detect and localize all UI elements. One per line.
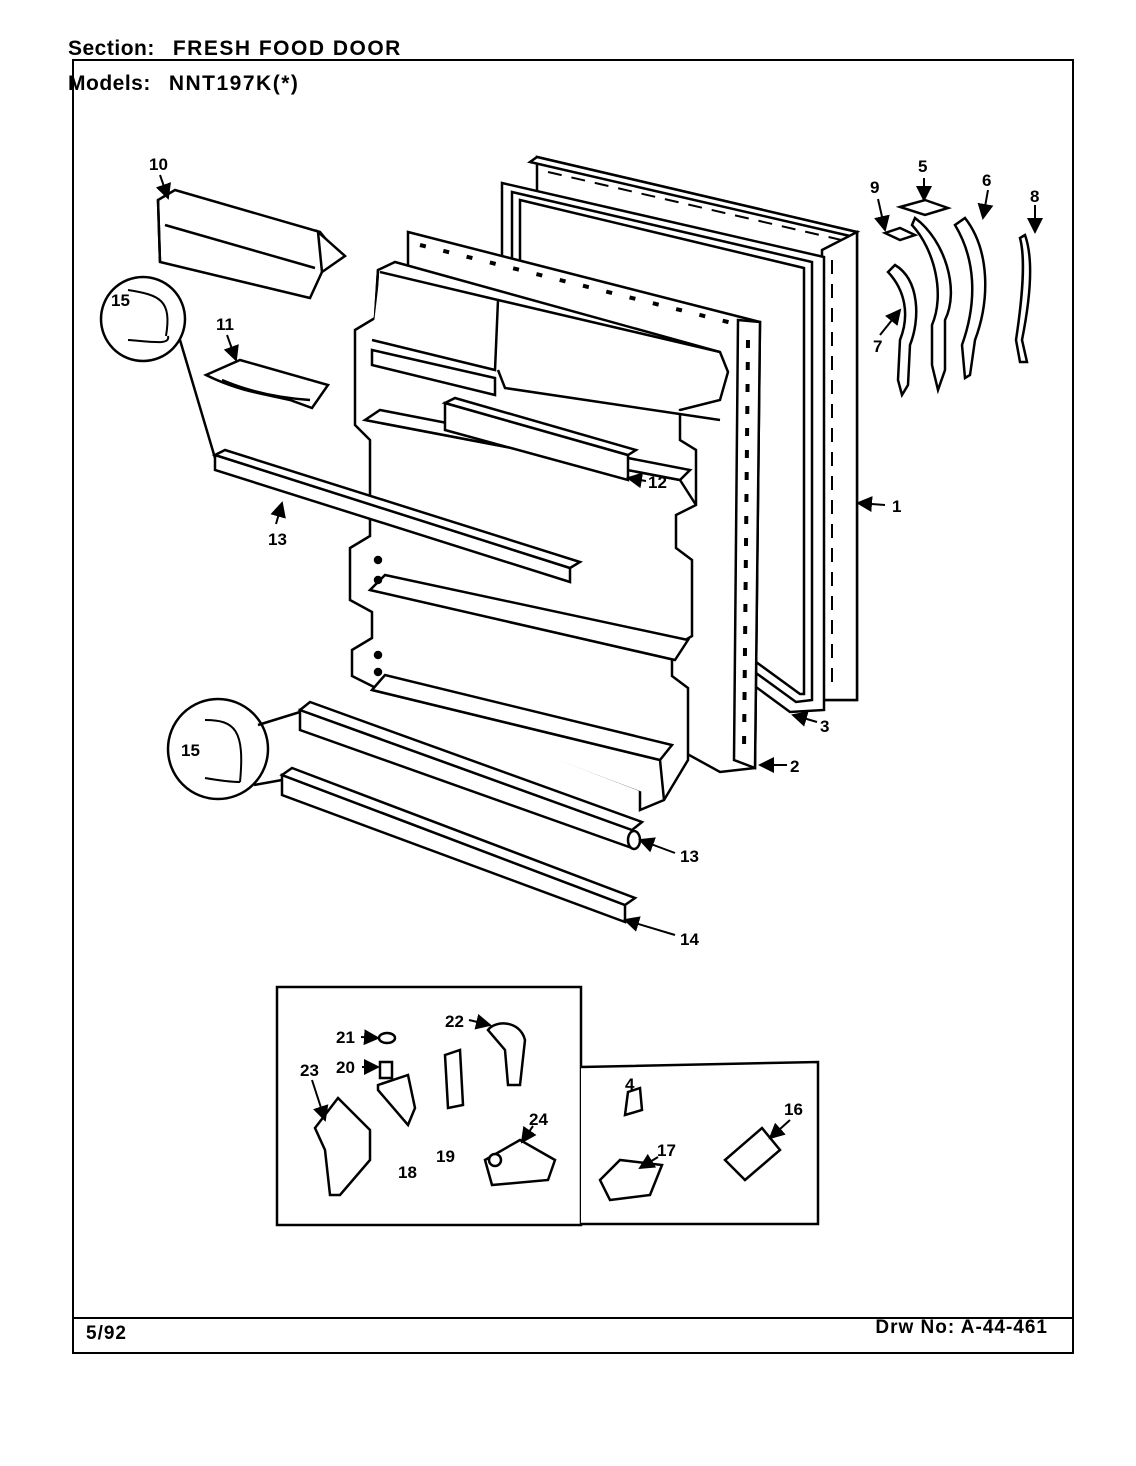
part-17-shape	[598, 1158, 664, 1202]
diagram-frame	[72, 59, 1074, 1354]
shelf-front-13-upper	[211, 448, 584, 584]
section-label: Section:	[68, 37, 155, 60]
footer-drawing-number: Drw No: A-44-461	[875, 1317, 1048, 1338]
callout-labels: 1 2 3 4 5 6 7 8 9 10 11 12 13 13 14 15 1…	[111, 155, 1039, 1182]
shelf-front-14	[279, 766, 638, 924]
callout-12: 12	[648, 473, 667, 492]
part-16-shape	[723, 1126, 782, 1182]
callout-13-lower: 13	[680, 847, 699, 866]
hinge-parts-5-9	[881, 198, 1032, 399]
callout-15-lower: 15	[181, 741, 200, 760]
models-header: Models: NNT197K(*)	[68, 72, 299, 96]
callout-5: 5	[918, 157, 927, 176]
callout-13-upper: 13	[268, 530, 287, 549]
part-22-shape	[486, 1022, 527, 1087]
part-4-shape	[623, 1086, 644, 1117]
hardware-box-left	[275, 985, 583, 1227]
end-cap-detail-15-upper	[99, 275, 217, 459]
part-20-shape	[378, 1060, 394, 1080]
callout-15-upper: 15	[111, 291, 130, 310]
hardware-box-right	[580, 1060, 820, 1226]
callout-2: 2	[790, 757, 799, 776]
callout-9: 9	[870, 178, 879, 197]
callout-16: 16	[784, 1100, 803, 1119]
callout-20: 20	[336, 1058, 355, 1077]
dairy-door-10	[156, 188, 348, 300]
callout-7: 7	[873, 337, 882, 356]
end-cap-detail-15-lower	[166, 697, 301, 801]
section-value: FRESH FOOD DOOR	[172, 37, 402, 60]
section-header: Section: FRESH FOOD DOOR	[68, 37, 402, 61]
callout-11: 11	[216, 315, 234, 334]
callout-1: 1	[892, 497, 901, 516]
callout-23: 23	[300, 1061, 319, 1080]
part-23-shape	[313, 1096, 372, 1197]
callout-21: 21	[336, 1028, 355, 1047]
callout-18: 18	[398, 1163, 417, 1182]
callout-17: 17	[657, 1141, 676, 1160]
callout-24: 24	[529, 1110, 548, 1129]
callout-leaders	[155, 174, 1043, 1170]
callout-4: 4	[625, 1075, 635, 1094]
callout-22: 22	[445, 1012, 464, 1031]
callout-14: 14	[680, 930, 699, 949]
models-label: Models:	[68, 72, 151, 95]
shelf-front-13-lower	[297, 700, 645, 851]
part-18-shape	[376, 1073, 417, 1128]
footer-date: 5/92	[86, 1323, 127, 1344]
part-24-shape	[483, 1138, 557, 1187]
callout-8: 8	[1030, 187, 1039, 206]
models-value: NNT197K(*)	[168, 72, 300, 95]
dairy-hinge-11	[203, 358, 331, 410]
callout-3: 3	[820, 717, 829, 736]
part-21-shape	[377, 1031, 397, 1045]
part-19-shape	[443, 1048, 465, 1110]
callout-19: 19	[436, 1147, 455, 1166]
liner-inner-shelves	[348, 260, 730, 812]
callout-10: 10	[149, 155, 168, 174]
callout-6: 6	[982, 171, 991, 190]
